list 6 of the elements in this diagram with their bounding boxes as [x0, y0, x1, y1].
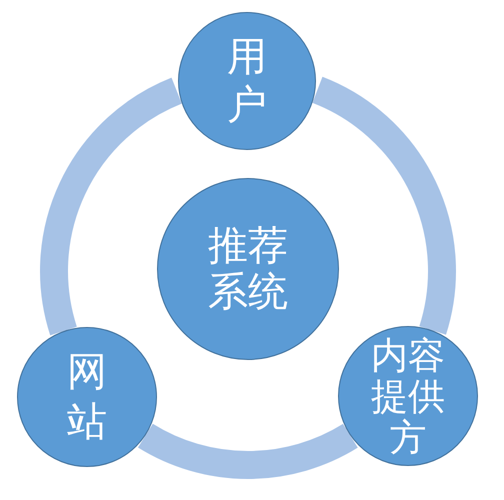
ring-arc	[40, 78, 183, 335]
ring-arc	[312, 77, 456, 334]
node-label: 内容提供方	[370, 334, 446, 458]
node-label: 推荐系统	[207, 223, 289, 315]
node-label: 用户	[226, 33, 268, 129]
node-label: 网站	[66, 348, 108, 447]
